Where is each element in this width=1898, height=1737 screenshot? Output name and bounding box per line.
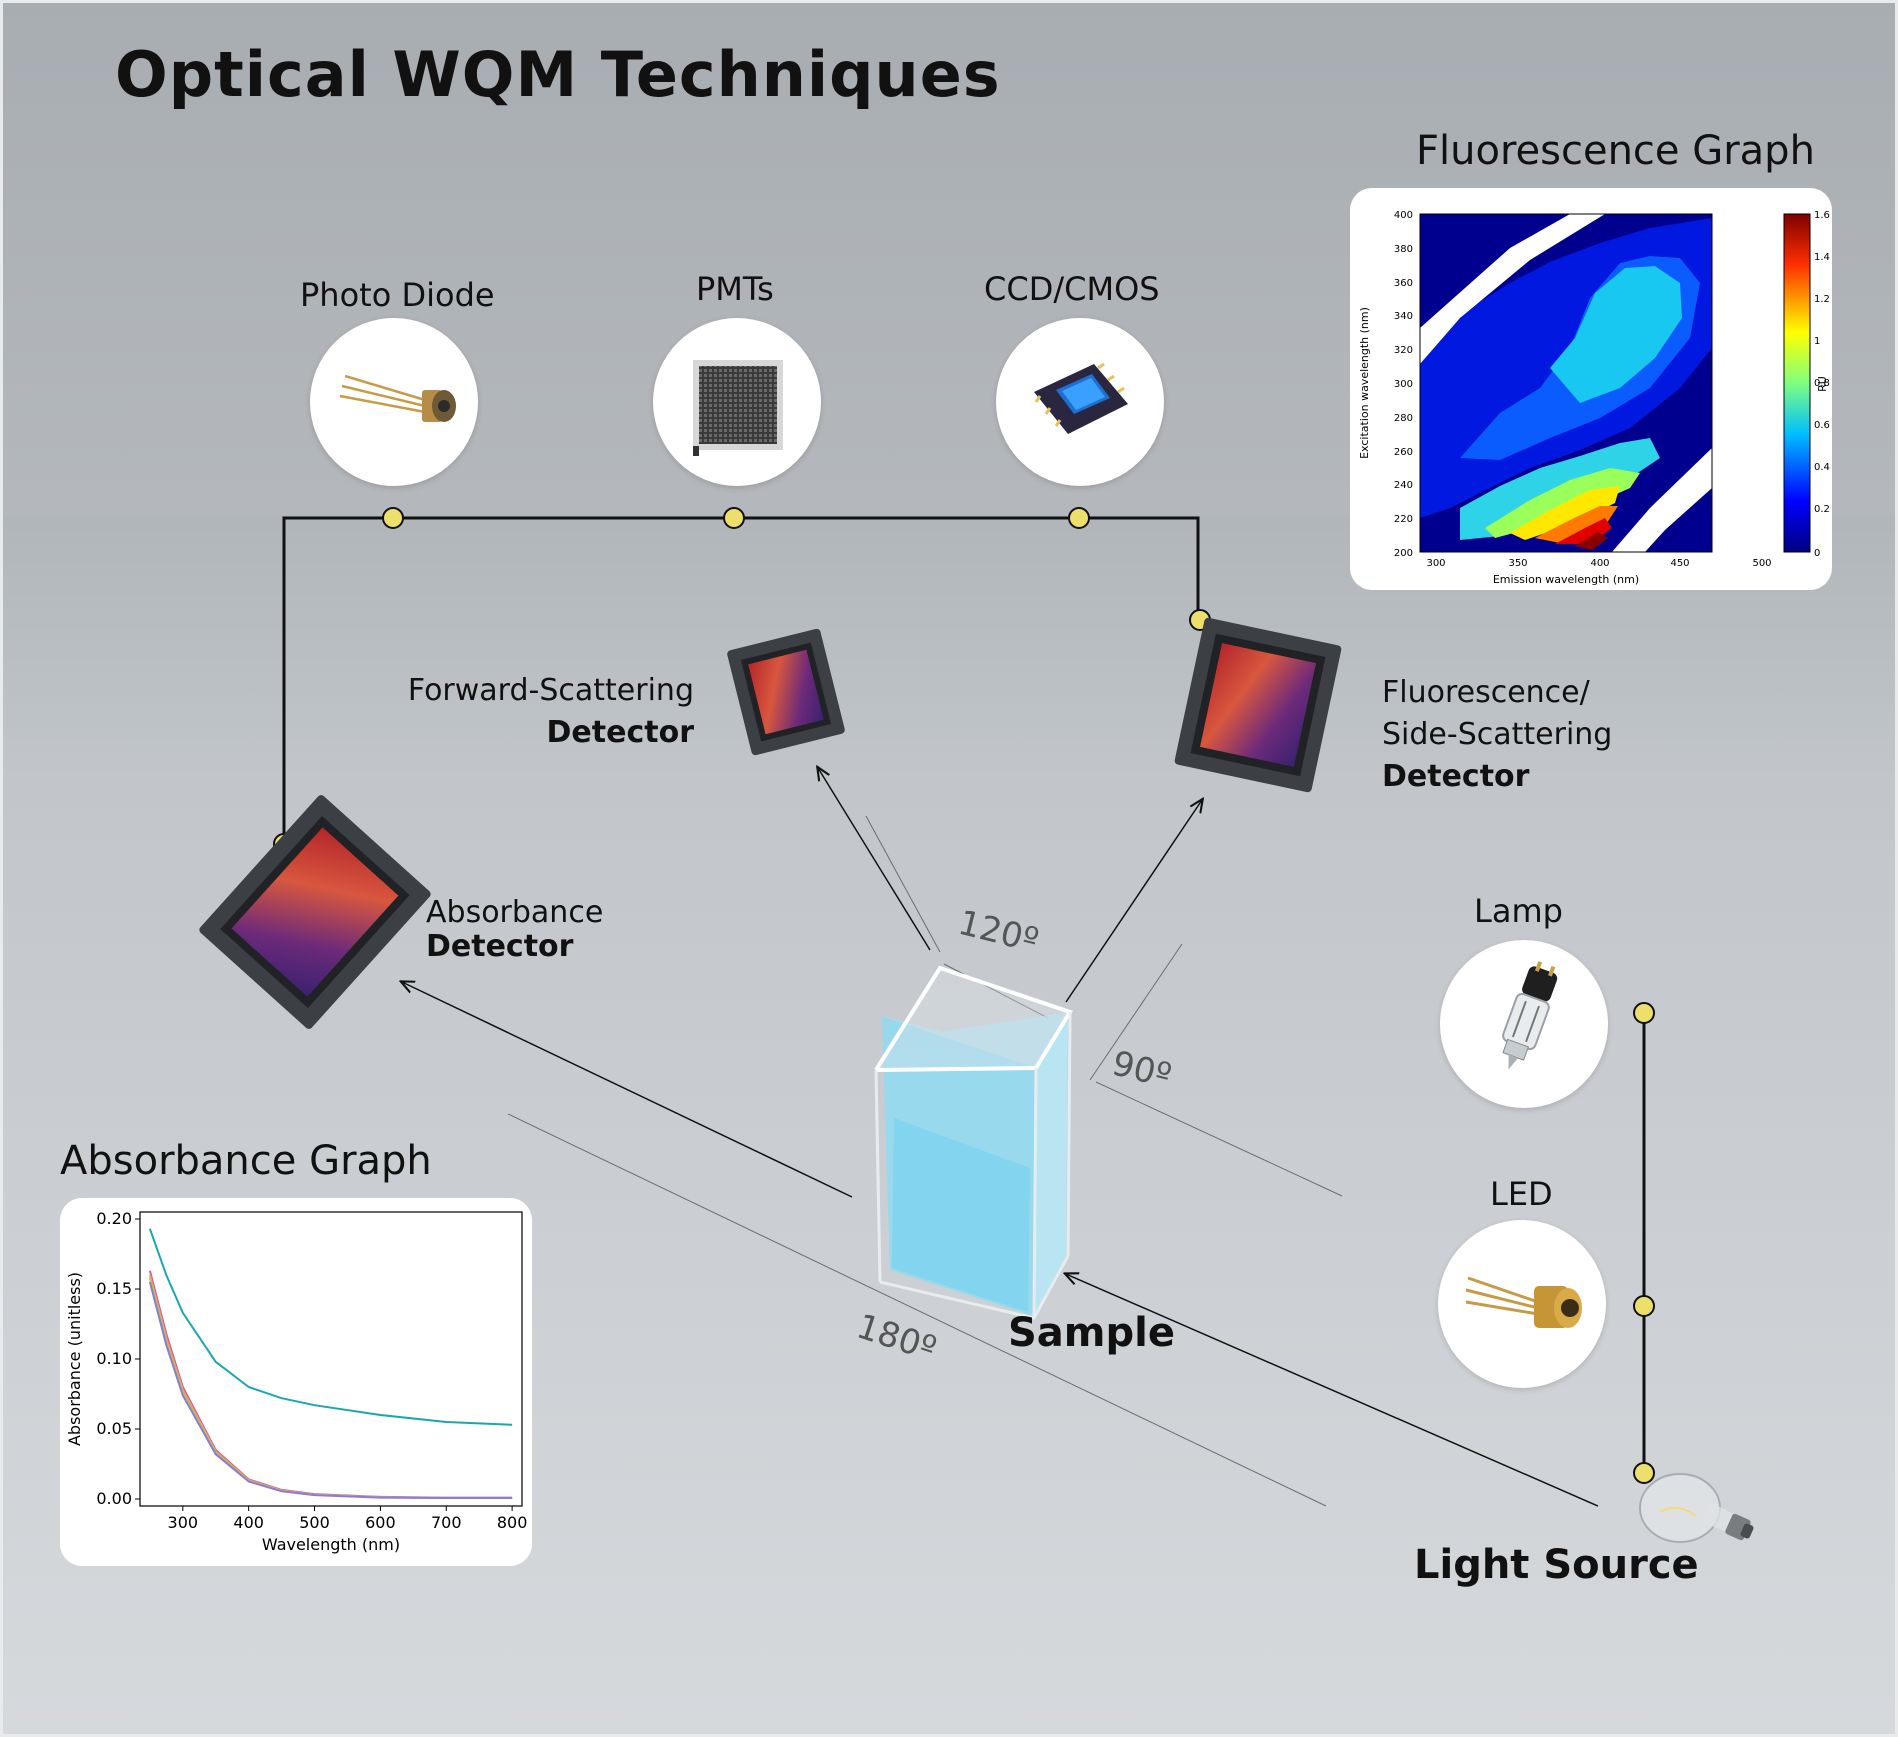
abs-series-line bbox=[148, 1274, 513, 1499]
abs-xtick-label: 600 bbox=[365, 1513, 396, 1532]
fl-ytick: 200 bbox=[1394, 548, 1413, 559]
abs-ytick-label: 0.00 bbox=[96, 1489, 132, 1508]
sample-cuvette bbox=[874, 965, 1074, 1320]
lamp-node bbox=[1633, 1002, 1655, 1024]
fl-cbar-tick: 0.4 bbox=[1814, 462, 1830, 473]
abs-series-line bbox=[148, 1228, 513, 1426]
forward-scatter-arrow bbox=[818, 768, 931, 951]
fl-colorbar-label: RU bbox=[1816, 376, 1829, 392]
fl-ytick: 380 bbox=[1394, 244, 1413, 255]
abs-ytick-label: 0.05 bbox=[96, 1419, 132, 1438]
side-scatter-arrow bbox=[1065, 800, 1202, 1003]
fl-ylabel: Excitation wavelength (nm) bbox=[1358, 307, 1371, 459]
fl-cbar-tick: 1.2 bbox=[1814, 294, 1830, 305]
sample-label: Sample bbox=[1008, 1310, 1175, 1356]
abs-ylabel: Absorbance (unitless) bbox=[65, 1272, 84, 1446]
forward-scattering-line1: Forward-Scattering bbox=[407, 673, 694, 708]
ccd-node bbox=[1068, 507, 1090, 529]
angle-guide-90 bbox=[1095, 1081, 1343, 1197]
fl-ytick: 220 bbox=[1394, 514, 1413, 525]
abs-plot-frame bbox=[139, 1211, 523, 1507]
fl-cbar-tick: 1.6 bbox=[1814, 210, 1830, 221]
light-bulb-icon bbox=[1639, 1473, 1754, 1543]
fl-xtick: 300 bbox=[1426, 558, 1445, 569]
angle-guide-90 bbox=[1089, 943, 1183, 1081]
pmt-node bbox=[723, 507, 745, 529]
abs-series-line bbox=[148, 1270, 513, 1499]
fl-cbar-tick: 0 bbox=[1814, 548, 1820, 559]
angle-guide-120 bbox=[865, 815, 941, 953]
fl-ytick: 300 bbox=[1394, 379, 1413, 390]
abs-ytick-label: 0.15 bbox=[96, 1279, 132, 1298]
photodiode-node bbox=[382, 507, 404, 529]
led-node bbox=[1633, 1295, 1655, 1317]
fl-ytick: 320 bbox=[1394, 345, 1413, 356]
fluorescence-line2: Side-Scattering bbox=[1382, 717, 1613, 752]
fl-ytick: 280 bbox=[1394, 413, 1413, 424]
ccd-cmos-icon bbox=[996, 318, 1164, 486]
abs-xtick-label: 400 bbox=[233, 1513, 264, 1532]
abs-series-line bbox=[148, 1277, 513, 1499]
incident-beam-arrow bbox=[1066, 1274, 1599, 1507]
absorbance-line-chart: 300 400 500 600 700 800 0.00 0.05 0.10 0.15 0.20Wa… bbox=[65, 1209, 528, 1554]
fl-ytick: 340 bbox=[1394, 311, 1413, 322]
fluorescence-line3: Detector bbox=[1382, 759, 1530, 794]
lamp-label: Lamp bbox=[1474, 892, 1563, 930]
absorbance-detector-label: Absorbance Detector bbox=[426, 896, 603, 964]
fl-ytick: 240 bbox=[1394, 480, 1413, 491]
abs-xtick-label: 500 bbox=[299, 1513, 330, 1532]
page-title: Optical WQM Techniques bbox=[115, 38, 1001, 111]
fluorescence-detector-label: Fluorescence/ Side-Scattering Detector bbox=[1382, 672, 1612, 798]
pmt-icon bbox=[653, 318, 821, 486]
absorbance-line1: Absorbance bbox=[426, 895, 604, 930]
pmts-label: PMTs bbox=[696, 270, 774, 308]
fluorescence-graph-card: 400 380 360 340 320 300 280 260 240 220 … bbox=[1350, 188, 1832, 590]
angle-guide-120 bbox=[943, 963, 1049, 1019]
fl-cbar-tick: 1.4 bbox=[1814, 252, 1830, 263]
photodiode-icon bbox=[310, 318, 478, 486]
fl-cbar-tick: 0.2 bbox=[1814, 504, 1830, 515]
fl-xtick: 350 bbox=[1508, 558, 1527, 569]
led-label: LED bbox=[1490, 1175, 1553, 1213]
forward-scattering-line2: Detector bbox=[546, 715, 694, 750]
lamp-icon bbox=[1440, 940, 1608, 1108]
fl-xtick: 400 bbox=[1590, 558, 1609, 569]
photodiode-label: Photo Diode bbox=[300, 276, 495, 314]
abs-xtick-label: 800 bbox=[497, 1513, 528, 1532]
fl-cbar-tick: 0.6 bbox=[1814, 420, 1830, 431]
light-source-node bbox=[1633, 1462, 1655, 1484]
fl-cbar-tick: 1 bbox=[1814, 336, 1820, 347]
fluorescence-heatmap: 400 380 360 340 320 300 280 260 240 220 … bbox=[1358, 210, 1830, 586]
abs-xlabel: Wavelength (nm) bbox=[262, 1535, 400, 1554]
absorbance-line2: Detector bbox=[426, 929, 574, 964]
abs-series-line bbox=[148, 1281, 513, 1499]
abs-ytick-label: 0.20 bbox=[96, 1209, 132, 1228]
fl-xtick: 500 bbox=[1752, 558, 1771, 569]
absorbance-graph-heading: Absorbance Graph bbox=[60, 1138, 432, 1184]
angle-guide-180 bbox=[507, 1113, 1327, 1507]
fl-xtick: 450 bbox=[1670, 558, 1689, 569]
fl-cbar-tick: 0.8 bbox=[1814, 378, 1830, 389]
fl-xlabel: Emission wavelength (nm) bbox=[1493, 573, 1639, 586]
light-source-label: Light Source bbox=[1414, 1542, 1699, 1588]
forward-scattering-label: Forward-Scattering Detector bbox=[396, 670, 694, 754]
ccd-cmos-label: CCD/CMOS bbox=[984, 270, 1160, 308]
fluorescence-graph-heading: Fluorescence Graph bbox=[1416, 128, 1815, 174]
abs-ytick-label: 0.10 bbox=[96, 1349, 132, 1368]
fl-ytick: 260 bbox=[1394, 447, 1413, 458]
led-icon bbox=[1438, 1220, 1606, 1388]
fluorescence-line1: Fluorescence/ bbox=[1382, 675, 1590, 710]
fl-ytick: 360 bbox=[1394, 278, 1413, 289]
fl-colorbar bbox=[1783, 213, 1811, 553]
absorbance-beam-arrow bbox=[402, 982, 853, 1198]
abs-xtick-label: 300 bbox=[168, 1513, 199, 1532]
abs-xtick-label: 700 bbox=[431, 1513, 462, 1532]
fl-ytick: 400 bbox=[1394, 210, 1413, 221]
